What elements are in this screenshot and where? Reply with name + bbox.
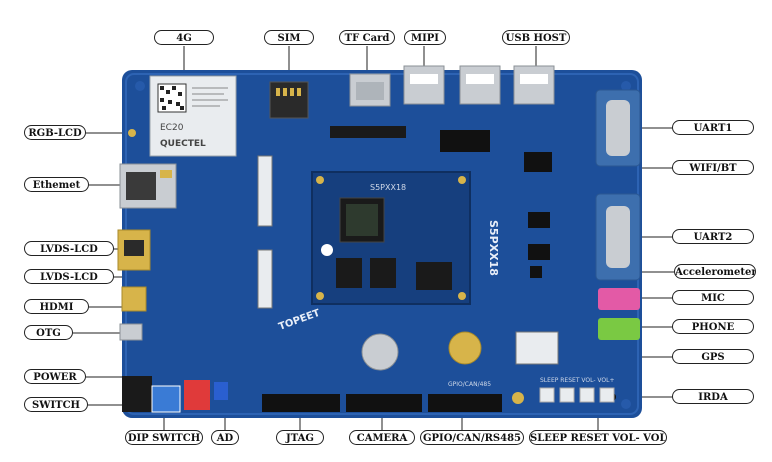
label-switch: SWITCH bbox=[24, 397, 88, 412]
ad-potentiometer bbox=[214, 382, 228, 400]
label-usb-host: USB HOST bbox=[502, 30, 570, 45]
label-camera: CAMERA bbox=[349, 430, 415, 445]
label-jtag: JTAG bbox=[276, 430, 324, 445]
module-silk: S5PXX18 bbox=[370, 183, 406, 192]
accelerometer-chip bbox=[530, 266, 542, 278]
push-buttons bbox=[539, 387, 615, 403]
label-accelerometer: Accelerometer bbox=[674, 264, 756, 279]
emmc-chip bbox=[416, 262, 452, 290]
label-mipi: MIPI bbox=[404, 30, 446, 45]
uart2-connector bbox=[595, 193, 641, 281]
dip-switch-block bbox=[151, 385, 181, 413]
otg-port bbox=[119, 323, 143, 341]
connector-silk: GPIO/CAN/485 bbox=[448, 381, 491, 388]
button-silk: SLEEP RESET VOL- VOL+ bbox=[540, 377, 615, 384]
label-tf-card: TF Card bbox=[339, 30, 395, 45]
label-gpio: GPIO/CAN/RS485 bbox=[420, 430, 524, 445]
label-gps: GPS bbox=[672, 349, 754, 364]
label-wifi-bt: WIFI/BT bbox=[672, 160, 754, 175]
gps-module bbox=[515, 331, 559, 365]
label-uart2: UART2 bbox=[672, 229, 754, 244]
coin-cell bbox=[448, 331, 482, 365]
label-mic: MIC bbox=[672, 290, 754, 305]
lvds-connector-2 bbox=[257, 249, 273, 309]
phone-jack bbox=[598, 318, 640, 340]
label-otg: OTG bbox=[24, 325, 73, 340]
label-4g: 4G bbox=[154, 30, 214, 45]
label-phone: PHONE bbox=[672, 319, 754, 334]
power-switch bbox=[122, 376, 152, 412]
ic-chip-2 bbox=[528, 212, 550, 228]
label-uart1: UART1 bbox=[672, 120, 754, 135]
label-sim: SIM bbox=[264, 30, 314, 45]
mipi-connector bbox=[330, 126, 406, 138]
battery-holder bbox=[361, 333, 399, 371]
sim-holder bbox=[269, 81, 309, 119]
uart1-connector bbox=[595, 89, 641, 167]
label-buttons: SLEEP RESET VOL- VOL+ bbox=[529, 430, 667, 445]
antenna-connector bbox=[512, 392, 524, 404]
usb-ports bbox=[403, 65, 555, 105]
ic-chip bbox=[440, 130, 490, 152]
label-irda: IRDA bbox=[672, 389, 754, 404]
modem-text: EC20 bbox=[160, 123, 184, 133]
label-hdmi: HDMI bbox=[24, 299, 89, 314]
arrow-marker bbox=[321, 244, 333, 256]
dip-switch bbox=[184, 380, 210, 410]
ram-chip-2 bbox=[370, 258, 396, 288]
label-ethernet: Ethemet bbox=[24, 177, 89, 192]
label-rgb-lcd: RGB-LCD bbox=[24, 125, 86, 140]
label-power: POWER bbox=[24, 369, 86, 384]
mini-hdmi-connector bbox=[121, 286, 147, 312]
lvds-connector-1 bbox=[257, 155, 273, 227]
rgb-lcd-pad bbox=[128, 129, 136, 137]
label-lvds-lcd-2: LVDS-LCD bbox=[24, 269, 114, 284]
label-lvds-lcd-1: LVDS-LCD bbox=[24, 241, 114, 256]
pin-headers bbox=[262, 394, 502, 412]
label-dip-switch: DIP SWITCH bbox=[125, 430, 203, 445]
wifi-chip bbox=[524, 152, 552, 172]
mic-jack bbox=[598, 288, 640, 310]
modem-brand: QUECTEL bbox=[160, 139, 206, 149]
side-silk: S5PXX18 bbox=[487, 220, 500, 276]
label-ad: AD bbox=[211, 430, 239, 445]
ic-chip-3 bbox=[528, 244, 550, 260]
ram-chip-1 bbox=[336, 258, 362, 288]
